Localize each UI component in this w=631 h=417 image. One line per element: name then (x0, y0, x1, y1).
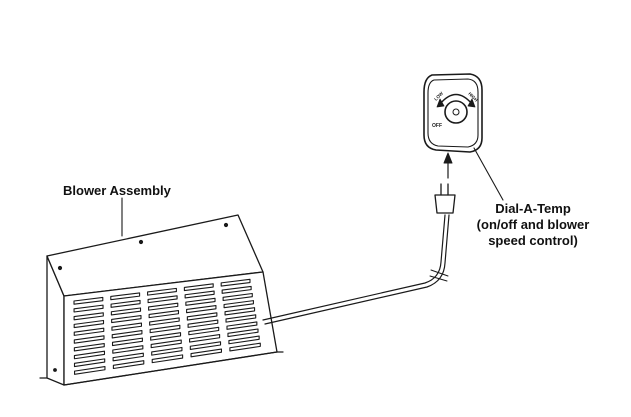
dial-a-temp-desc-2: speed control) (488, 233, 578, 248)
vent-slot (226, 321, 258, 330)
power-cord (262, 214, 450, 325)
plug-prongs (440, 183, 449, 196)
vent-slot (151, 346, 183, 356)
vent-slot (188, 326, 220, 336)
vent-slot (147, 287, 177, 296)
vent-slot (224, 307, 256, 316)
vent-slot (73, 319, 105, 329)
vent-slot (185, 297, 216, 306)
vent-slot (111, 337, 143, 347)
dial-arc (439, 93, 473, 105)
vent-slot (222, 292, 253, 302)
vent-slot (186, 312, 218, 321)
vent-slot (148, 309, 180, 319)
vent-slot (150, 339, 182, 349)
vent-slot (112, 360, 145, 370)
vent-slot (186, 305, 217, 314)
vent-slot (151, 354, 184, 364)
blower-assembly-label: Blower Assembly (63, 183, 171, 198)
vent-slot (112, 345, 144, 354)
dial-arc-arrow-right (467, 98, 476, 108)
vent-slot (189, 341, 222, 350)
vent-slot (228, 335, 260, 345)
dial-leader-line (473, 147, 504, 201)
dial-a-temp-control (423, 73, 483, 153)
screw (57, 265, 63, 271)
vent-slot (223, 300, 254, 309)
vent-slot (110, 292, 141, 301)
blower-assembly (39, 214, 284, 386)
dial-high-label: HIGH (467, 91, 478, 102)
vent-slot (220, 278, 251, 287)
vent-slot (221, 285, 252, 294)
vent-grille (73, 278, 261, 375)
vent-slot (73, 296, 104, 305)
screw (53, 368, 57, 372)
screw (138, 239, 144, 245)
vent-slot (189, 333, 221, 343)
dial-arc-arrow-left (436, 98, 445, 108)
dial-a-temp-title: Dial-A-Temp (495, 201, 571, 216)
vent-slot (73, 335, 105, 344)
vent-slot (184, 290, 215, 299)
vent-slot (229, 342, 261, 352)
vent-slot (73, 327, 105, 336)
vent-slot (150, 332, 182, 341)
vent-slot (73, 342, 105, 352)
vent-slot (111, 322, 143, 331)
vent-slot (147, 295, 178, 304)
vent-slot (110, 307, 142, 316)
plug-body (434, 194, 456, 214)
vent-slot (74, 366, 106, 375)
vent-slot (190, 348, 223, 358)
dial-off-label: OFF (432, 123, 442, 129)
vent-slot (73, 350, 106, 360)
vent-slot (73, 304, 104, 313)
vent-slot (227, 328, 259, 338)
blower-bottom-flange (39, 351, 284, 386)
dial-knob-center (452, 108, 460, 116)
dial-low-label: LOW (433, 90, 444, 101)
vent-slot (112, 352, 144, 362)
vent-slot (73, 312, 104, 321)
dial-a-temp-desc-1: (on/off and blower (476, 217, 590, 232)
vent-slot (149, 324, 181, 334)
dial-a-temp-label: Dial-A-Temp (on/off and blower speed con… (468, 201, 598, 249)
vent-slot (110, 299, 141, 308)
vent-slot (183, 283, 214, 292)
screw (223, 222, 229, 228)
vent-slot (111, 330, 143, 339)
plug (434, 183, 456, 214)
vent-slot (225, 314, 257, 323)
connection-arrow (443, 152, 453, 179)
vent-slot (111, 314, 142, 324)
vent-slot (187, 319, 219, 328)
vent-slot (73, 358, 106, 368)
vent-slot (148, 302, 179, 311)
vent-slot (149, 317, 180, 326)
